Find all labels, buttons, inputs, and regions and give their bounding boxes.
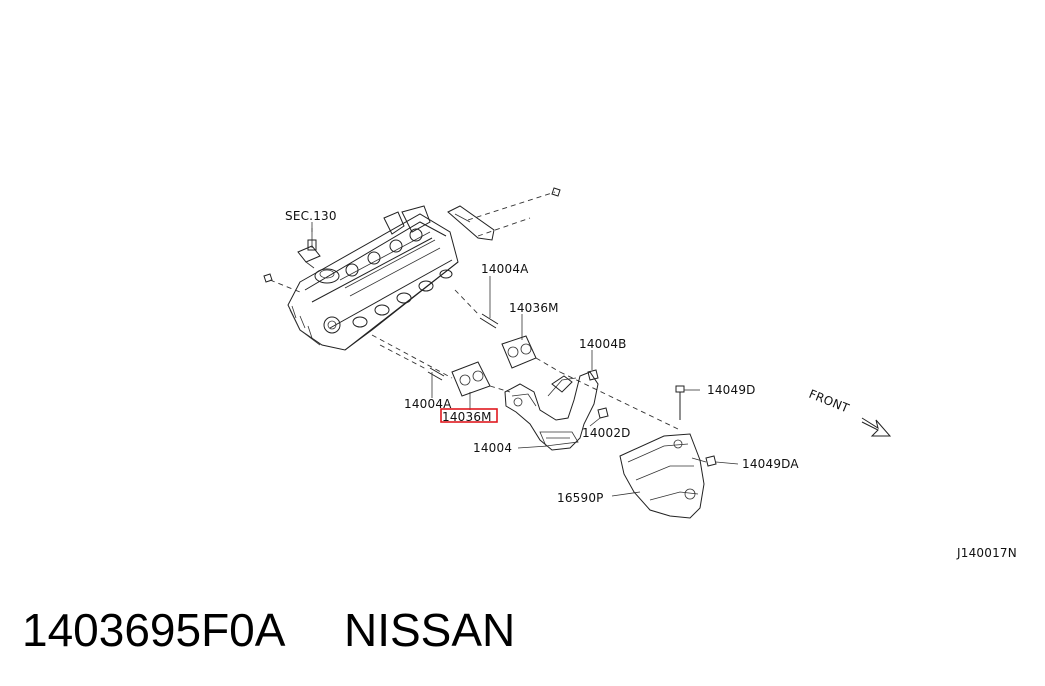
cylinder-head-illustration [287,205,459,351]
label-16590p[interactable]: 16590P [557,491,604,505]
bolt-14002d [589,407,609,427]
alignment-lines [371,334,681,431]
nut-14004b [587,350,599,381]
figure-id: J140017N [956,546,1017,560]
bolt-14049d [675,385,685,420]
left-bolt [263,273,301,293]
heat-shield-16590p [619,433,705,519]
label-14002d[interactable]: 14002D [582,426,631,440]
gasket-14036m-bottom [451,361,491,397]
label-14004b[interactable]: 14004B [579,337,627,351]
gasket-14036m-top [501,335,537,369]
stud-14004a-bottom [379,344,445,381]
label-14036m-bottom[interactable]: 14036M [442,410,492,424]
bolt-14049da [691,455,717,467]
sec130-sensor [297,228,321,269]
top-bracket [447,187,561,241]
label-14049d[interactable]: 14049D [707,383,756,397]
label-14049da[interactable]: 14049DA [742,457,799,471]
leader-lines [311,222,739,497]
label-14004a-top[interactable]: 14004A [481,262,529,276]
label-14004[interactable]: 14004 [473,441,512,455]
label-front: FRONT [807,387,852,416]
brand-name: NISSAN [344,604,515,656]
highlight-box [440,408,498,423]
part-number: 1403695F0A [22,604,286,656]
label-sec130[interactable]: SEC.130 [285,209,337,223]
label-14036m-top[interactable]: 14036M [509,301,559,315]
front-direction-arrow [861,417,892,437]
label-14004a-bottom[interactable]: 14004A [404,397,452,411]
exhaust-manifold-14004 [504,371,599,451]
part-labels: SEC.130 14004A 14036M 14004B 14049D 1400… [285,209,1017,560]
stud-14004a-top [454,289,499,329]
